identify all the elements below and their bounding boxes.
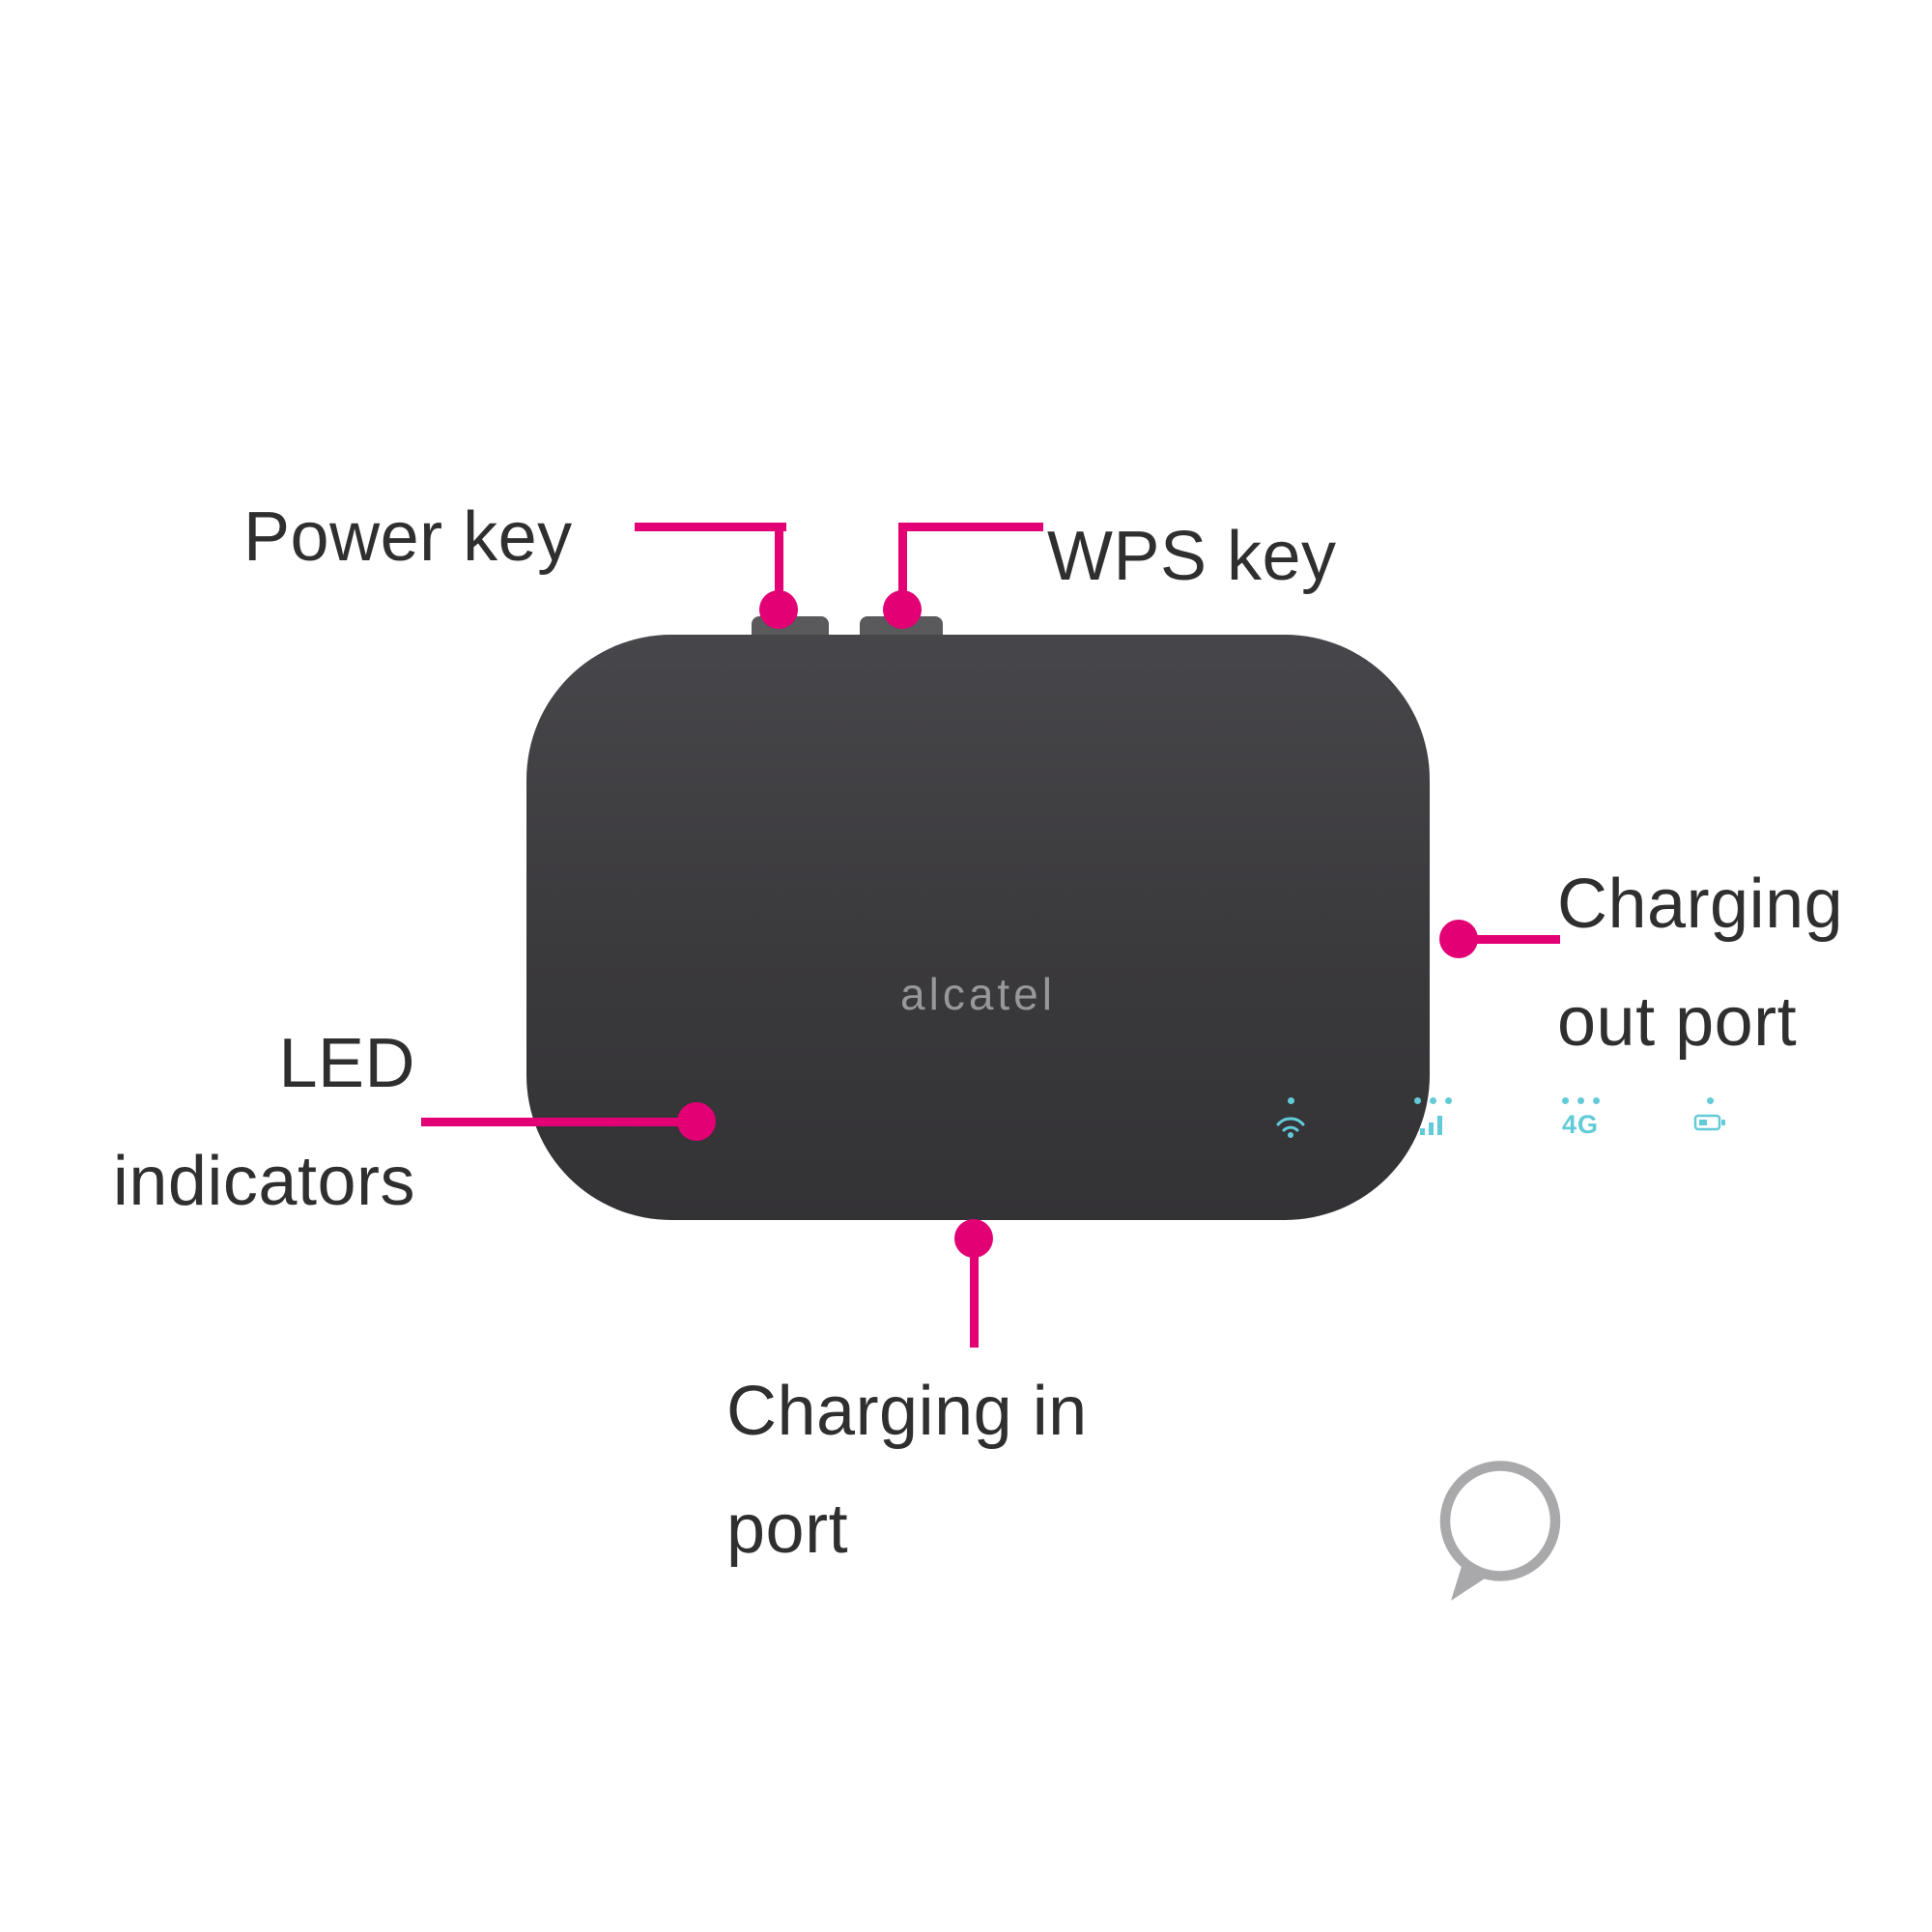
led-dot-row [1561,1096,1600,1104]
power-key-callout-line-v [775,523,783,614]
led-dot [1429,1096,1436,1104]
led-indicator-network: 4G [1547,1096,1614,1138]
led-indicator-wifi [1257,1096,1324,1139]
device-body: alcatel [526,635,1725,1601]
power-key-callout-dot [759,590,798,629]
charging-out-port-label: Charging out port [1557,866,1844,1062]
led-dot [1592,1096,1600,1104]
charging-out-callout-dot [1439,920,1478,958]
network-4g-label: 4G [1561,1110,1600,1139]
charging-in-port-label: Charging in port [726,1373,1088,1569]
led-dot [1561,1096,1569,1104]
signal-strength-icon [1417,1112,1448,1137]
led-dot [1287,1096,1294,1104]
battery-icon [1693,1112,1726,1133]
power-key-callout-line-h [635,523,786,531]
led-indicators-label: LED indicators [112,1025,415,1221]
wps-key-callout-line-v [898,523,907,614]
led-dot [1577,1096,1584,1104]
led-indicator-signal [1399,1096,1466,1137]
led-indicators-callout-line [421,1118,701,1126]
power-key-label: Power key [243,498,573,576]
alcatel-logo-icon [1428,1454,1573,1608]
charging-in-callout-dot [954,1219,993,1258]
wps-key-callout-dot [883,590,922,629]
charging-in-callout-line [970,1241,979,1348]
led-dot-row [1413,1096,1452,1104]
wifi-icon [1273,1112,1308,1139]
led-dot [1413,1096,1421,1104]
led-dot [1444,1096,1452,1104]
led-dot [1706,1096,1714,1104]
alcatel-wordmark: alcatel [900,969,1056,1019]
wps-key-label: WPS key [1047,518,1337,595]
led-dot-row [1706,1096,1714,1104]
led-indicator-battery [1676,1096,1744,1133]
charging-out-callout-line [1454,935,1560,944]
wps-key-callout-line-h [898,523,1043,531]
led-dot-row [1287,1096,1294,1104]
led-indicators-callout-dot [677,1102,716,1141]
